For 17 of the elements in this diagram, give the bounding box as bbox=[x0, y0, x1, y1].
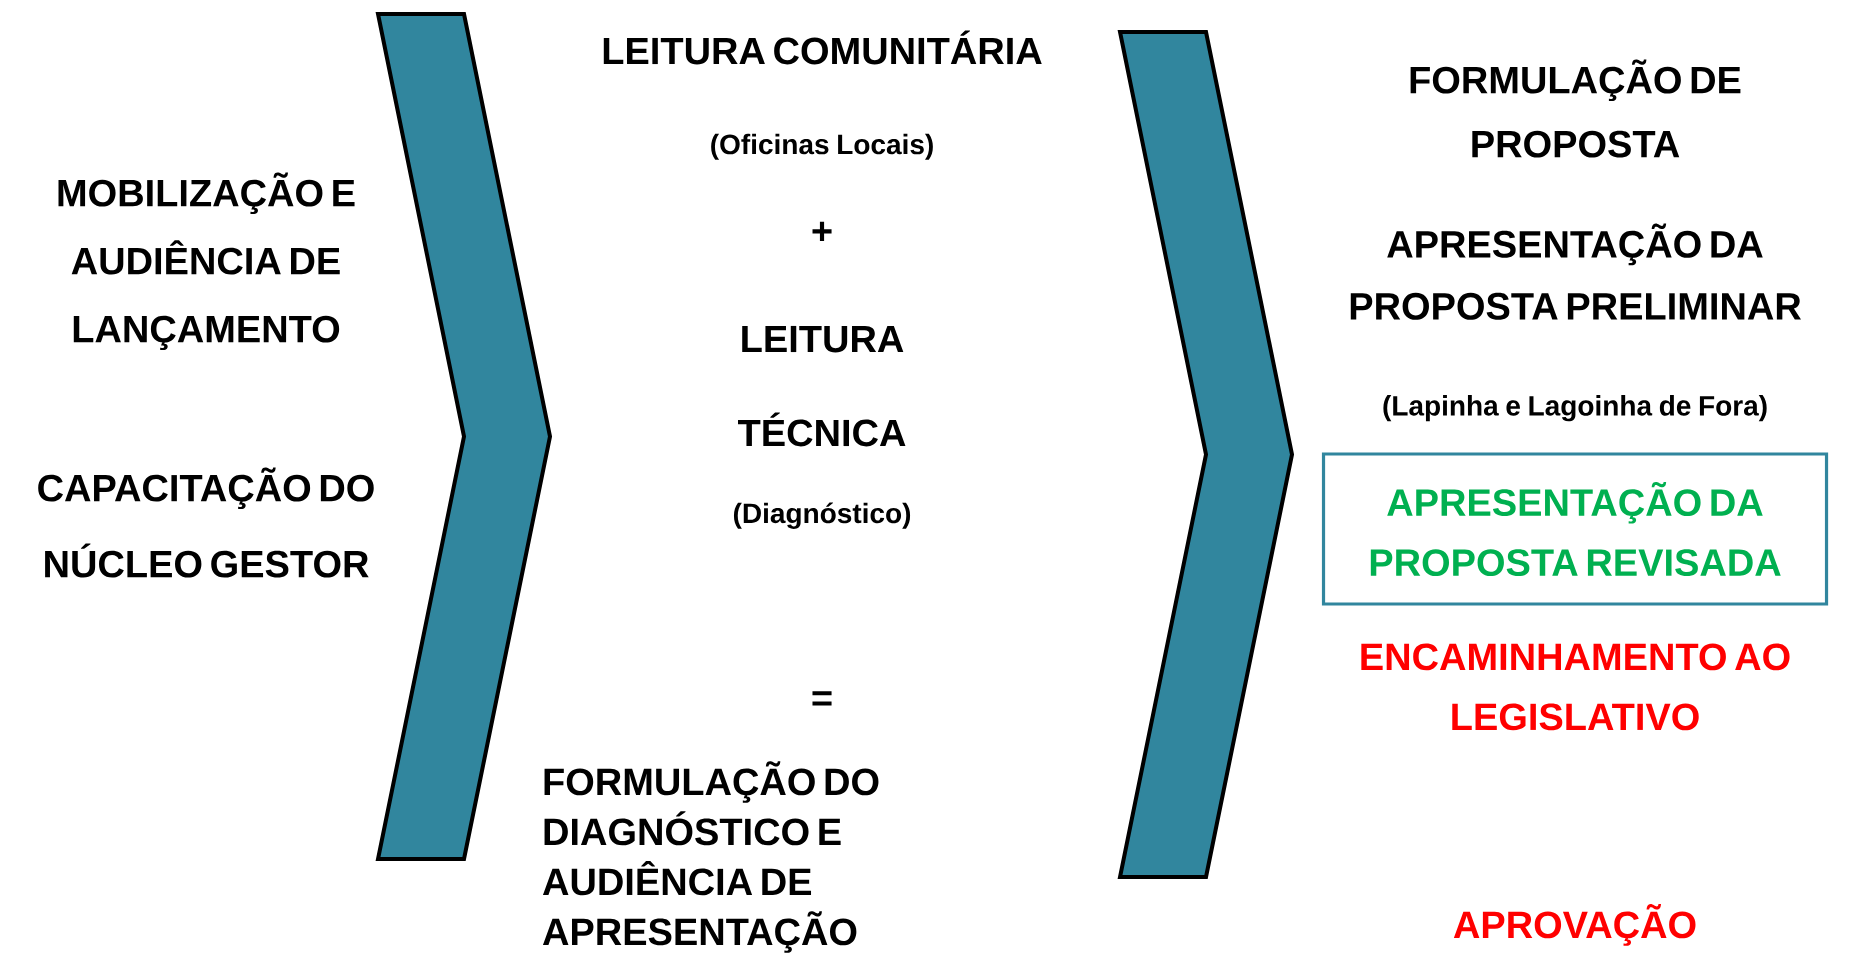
step-text: LEITURA TÉCNICA bbox=[738, 325, 906, 447]
operator-sign: = bbox=[812, 691, 832, 706]
highlight-box bbox=[1321, 452, 1829, 606]
operator-sign: + bbox=[812, 221, 832, 242]
step-text: MOBILIZAÇÃO E AUDIÊNCIA DE LANÇAMENTO bbox=[58, 172, 355, 351]
note-text: (Diagnóstico) bbox=[733, 502, 911, 529]
step-text: APRESENTAÇÃO DA PROPOSTA REVISADA bbox=[1370, 481, 1781, 577]
chevron-shape bbox=[1117, 30, 1295, 879]
step-text: LEITURA COMUNITÁRIA bbox=[603, 30, 1042, 65]
step-text: CAPACITAÇÃO DO NÚCLEO GESTOR bbox=[38, 467, 374, 578]
note-text: (Lapinha e Lagoinha de Fora) bbox=[1383, 395, 1767, 422]
step-text: FORMULAÇÃO DO DIAGNÓSTICO E AUDIÊNCIA DE APRESENTAÇÃO bbox=[542, 761, 879, 953]
note-text: (Oficinas Locais) bbox=[711, 133, 933, 160]
step-text: ENCAMINHAMENTO AO LEGISLATIVO bbox=[1361, 643, 1790, 731]
step-text: FORMULAÇÃO DE PROPOSTA bbox=[1410, 59, 1741, 158]
step-text: APRESENTAÇÃO DA PROPOSTA PRELIMINAR bbox=[1350, 223, 1801, 320]
step-text: APROVAÇÃO bbox=[1453, 904, 1696, 946]
